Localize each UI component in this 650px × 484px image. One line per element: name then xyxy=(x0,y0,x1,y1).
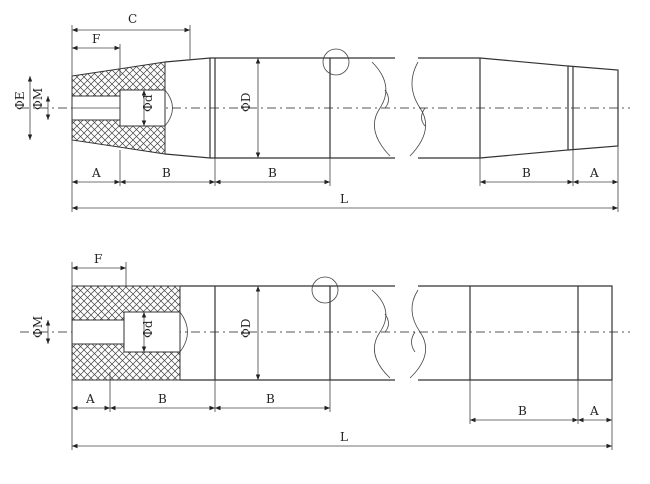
label-B3-top: B xyxy=(522,166,531,180)
label-E: ΦE xyxy=(13,91,27,110)
bottom-left-counterbore xyxy=(123,311,181,353)
label-M-top: ΦM xyxy=(31,88,45,110)
bottom-break-right xyxy=(409,289,427,379)
top-break-marks xyxy=(384,89,426,127)
bottom-break-marks xyxy=(384,313,416,353)
bottom-right-body xyxy=(418,285,613,381)
top-nose-taper xyxy=(164,57,211,159)
top-right-end xyxy=(567,65,619,151)
top-detail-circle xyxy=(322,48,350,76)
top-right-body-edges xyxy=(418,57,480,159)
bottom-body-edges xyxy=(180,285,395,381)
label-F-bottom: F xyxy=(94,252,102,266)
label-C: C xyxy=(128,12,137,26)
label-L-top: L xyxy=(340,192,348,206)
label-A1-top: A xyxy=(91,166,101,180)
top-body-edges-2 xyxy=(335,57,395,159)
label-A2-top: A xyxy=(589,166,599,180)
top-body-edges xyxy=(210,57,335,159)
bottom-break-left xyxy=(371,289,391,379)
label-D-bottom: ΦD xyxy=(239,319,253,338)
bottom-nose-curve xyxy=(179,311,188,353)
label-L-bottom: L xyxy=(340,430,348,444)
label-B1-top: B xyxy=(162,166,171,180)
label-B1-bottom: B xyxy=(158,392,167,406)
label-B3-bottom: B xyxy=(518,404,527,418)
label-A1-bottom: A xyxy=(85,392,95,406)
top-right-taper xyxy=(479,57,569,159)
bottom-right-grooves xyxy=(469,286,579,380)
label-d-top: Φd xyxy=(141,94,155,112)
top-body-grooves xyxy=(214,58,331,158)
bottom-body-grooves xyxy=(214,286,331,380)
label-d-bottom: Φd xyxy=(141,320,155,338)
label-A2-bottom: A xyxy=(589,404,599,418)
label-B2-bottom: B xyxy=(266,392,275,406)
label-D-top: ΦD xyxy=(239,93,253,112)
top-roll-view: C F ΦE ΦM Φd ΦD A B B B A L xyxy=(13,12,630,212)
top-break-right xyxy=(409,61,427,157)
bottom-detail-circle xyxy=(311,276,339,304)
bottom-roll-view: F ΦM Φd ΦD A B B B A L xyxy=(20,252,630,450)
bottom-left-bore xyxy=(71,319,125,345)
label-M-bottom: ΦM xyxy=(31,316,45,338)
label-F-top: F xyxy=(92,32,100,46)
top-break-left xyxy=(371,61,391,157)
top-nose-curve xyxy=(164,89,173,127)
label-B2-top: B xyxy=(268,166,277,180)
